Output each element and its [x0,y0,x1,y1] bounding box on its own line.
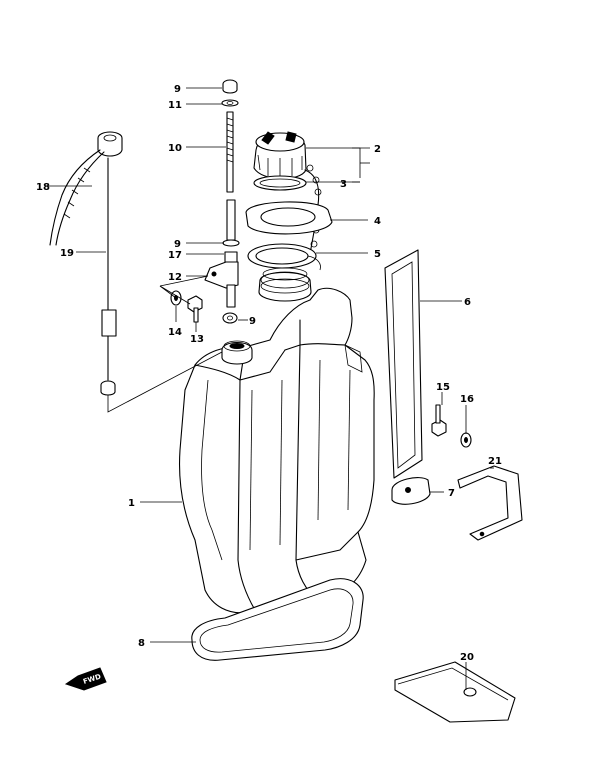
seal-ring [247,243,321,271]
gasket-plate [245,201,333,235]
label-part-10: 10 [168,143,182,154]
label-part-16: 16 [460,394,474,405]
fwd-arrow: FWD [64,667,107,691]
label-part-21: 21 [488,456,502,467]
label-part-12: 12 [168,272,182,283]
part-labels: 9 11 10 2 3 18 4 9 17 5 19 12 6 9 14 13 … [36,84,502,663]
fuel-tank [178,267,375,614]
label-part-5: 5 [374,249,381,260]
label-part-4: 4 [374,216,381,227]
label-part-17: 17 [168,250,182,261]
label-part-7: 7 [448,488,455,499]
label-part-3: 3 [340,179,347,190]
leader-lines [48,87,494,690]
bolt-washer [431,404,472,448]
label-part-18: 18 [36,182,50,193]
label-part-13: 13 [190,334,204,345]
clip [391,477,431,505]
base-gasket [191,578,364,661]
pouch [394,661,516,723]
label-part-9: 9 [174,84,181,95]
label-part-8: 8 [138,638,145,649]
fuel-cap [253,131,322,256]
label-part-20: 20 [460,652,474,663]
label-part-15: 15 [436,382,450,393]
label-part-14: 14 [168,327,182,338]
label-part-2: 2 [374,144,381,155]
bracket [457,465,523,541]
label-part-1: 1 [128,498,135,509]
label-part-11: 11 [168,100,182,111]
label-part-9c: 9 [249,316,256,327]
bracket-assembly [204,199,240,324]
strap [384,249,423,479]
fuel-gauge [49,131,123,396]
label-part-9b: 9 [174,239,181,250]
label-part-6: 6 [464,297,471,308]
long-bolt [221,79,239,193]
label-part-19: 19 [60,248,74,259]
